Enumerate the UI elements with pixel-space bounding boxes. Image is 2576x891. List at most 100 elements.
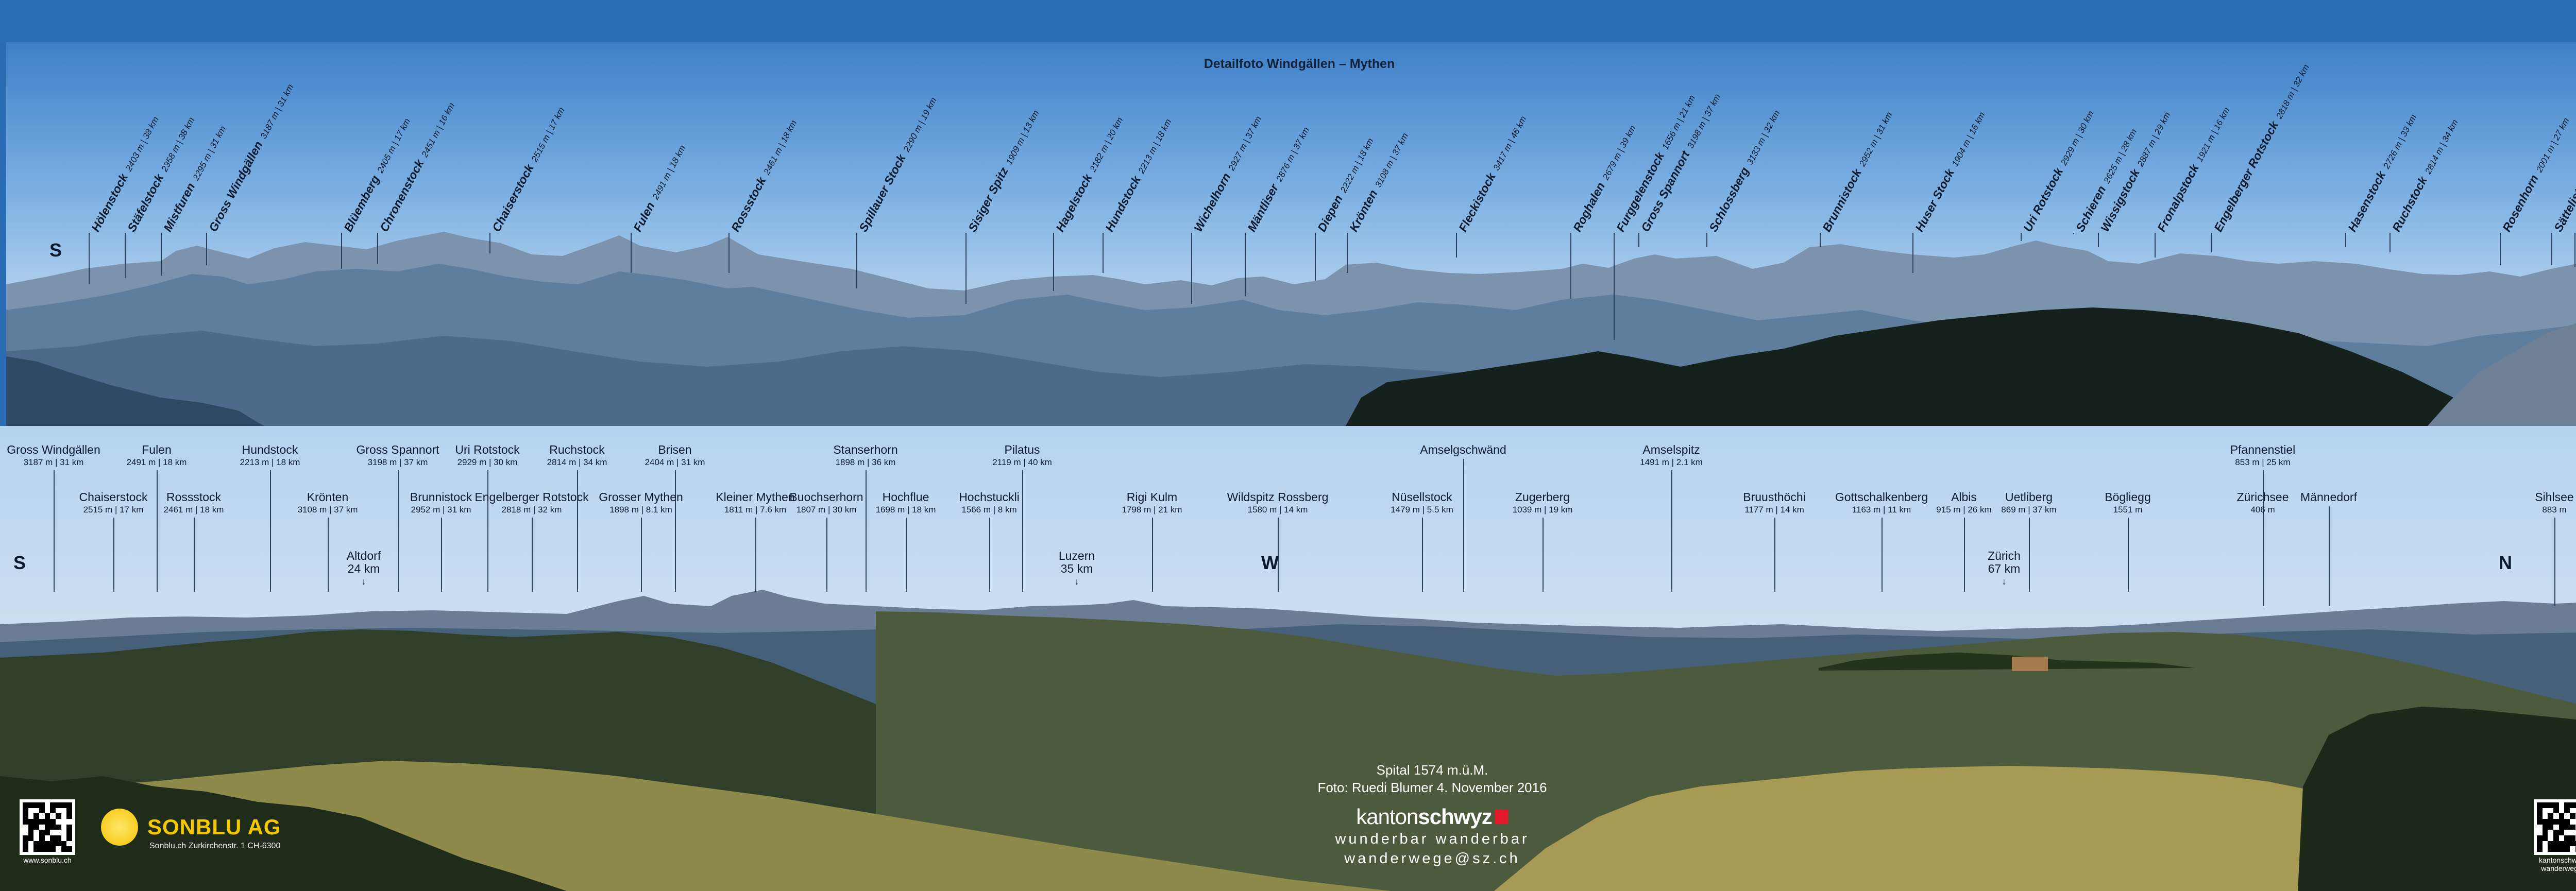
detail-peak-leader bbox=[489, 233, 490, 253]
panorama-peak-name: Wildspitz Rossberg bbox=[1227, 490, 1329, 504]
panorama-leader bbox=[826, 518, 827, 592]
panorama-peak-label: Männedorf bbox=[2300, 491, 2357, 504]
detail-peak-leader bbox=[1053, 233, 1054, 291]
detail-peak-leader bbox=[631, 233, 632, 273]
qr-code-right[interactable]: kantonschwyz wanderwege bbox=[2534, 799, 2576, 872]
detail-peak-leader bbox=[2211, 233, 2212, 252]
panorama-peak-info: 1163 m | 11 km bbox=[1852, 505, 1911, 515]
panorama-peak-name: Amselgschwänd bbox=[1420, 443, 1506, 456]
panorama-leader bbox=[2329, 506, 2330, 606]
detail-panel: Detailfoto Windgällen – Mythen Hölenstoc… bbox=[6, 42, 2576, 426]
panorama-leader bbox=[906, 518, 907, 592]
panorama-leader bbox=[1463, 459, 1464, 592]
panorama-peak-info: 2515 m | 17 km bbox=[83, 505, 144, 515]
panorama-leader bbox=[1422, 518, 1423, 592]
panorama-peak-info: 883 m bbox=[2542, 505, 2567, 515]
kanton-schwyz-brand: kantonschwyz wunderbar wanderbar wanderw… bbox=[1335, 804, 1529, 868]
panorama-leader bbox=[755, 518, 756, 592]
direction-luzern: Luzern 35 km ↓ bbox=[1059, 550, 1095, 588]
panorama-peak-info: 1551 m bbox=[2113, 505, 2143, 515]
panorama-peak-name: Stanserhorn bbox=[833, 443, 898, 456]
panorama-peak-info: 1177 m | 14 km bbox=[1744, 505, 1804, 515]
panorama-peak-name: Kleiner Mythen bbox=[716, 490, 795, 504]
panorama-peak-name: Zürichsee bbox=[2236, 490, 2289, 504]
panorama-leader bbox=[1543, 518, 1544, 592]
panorama-leader bbox=[2263, 518, 2264, 606]
panorama-leader bbox=[398, 470, 399, 592]
panorama-leader bbox=[54, 470, 55, 592]
panorama-peak-name: Rossstock bbox=[166, 490, 222, 504]
panorama-leader bbox=[1278, 518, 1279, 592]
panorama-peak-name: Hochflue bbox=[882, 490, 929, 504]
panorama-peak-name: Pfannenstiel bbox=[2230, 443, 2296, 456]
panorama-peak-name: Gross Windgällen bbox=[7, 443, 100, 456]
panorama-leader bbox=[2554, 518, 2555, 606]
detail-peak-leader bbox=[856, 233, 857, 288]
detail-peak-leader bbox=[2073, 233, 2074, 234]
panorama-peak-name: Bögliegg bbox=[2105, 490, 2151, 504]
compass-west: W bbox=[1261, 552, 1279, 573]
panorama-peak-name: Chaiserstock bbox=[79, 490, 148, 504]
credit-location: Spital 1574 m.ü.M. bbox=[1376, 762, 1488, 778]
panorama-peak-name: Zugerberg bbox=[1515, 490, 1570, 504]
panorama-peak-info: 2213 m | 18 km bbox=[240, 457, 300, 467]
panorama-peak-name: Engelberger Rotstock bbox=[474, 490, 589, 504]
panorama-peak-info: 1811 m | 7.6 km bbox=[724, 505, 787, 515]
arrow-down-icon: ↓ bbox=[1074, 576, 1079, 587]
direction-luzern-dist: 35 km bbox=[1060, 562, 1093, 575]
panorama-leader bbox=[1671, 470, 1672, 592]
kanton-email[interactable]: wanderwege@sz.ch bbox=[1344, 850, 1520, 867]
kanton-tagline: wunderbar wanderbar bbox=[1335, 831, 1530, 847]
panorama-peak-info: 2814 m | 34 km bbox=[547, 457, 607, 467]
panorama-leader bbox=[641, 518, 642, 592]
panorama-leader bbox=[328, 518, 329, 592]
panorama-peak-info: 2818 m | 32 km bbox=[501, 505, 562, 515]
panorama-landscape bbox=[0, 590, 2576, 891]
panorama-peak-name: Bruusthöchi bbox=[1743, 490, 1806, 504]
panorama-leader bbox=[2128, 518, 2129, 592]
panorama-peak-info: 2119 m | 40 km bbox=[992, 457, 1052, 467]
panorama-leader bbox=[989, 518, 990, 592]
panorama-leader bbox=[577, 470, 578, 592]
detail-peak-leader bbox=[206, 233, 207, 265]
panorama-peak-label: Amselgschwänd bbox=[1420, 443, 1506, 456]
panorama-peak-name: Amselspitz bbox=[1642, 443, 1700, 456]
arrow-down-icon: ↓ bbox=[2002, 576, 2007, 587]
panorama-peak-info: 1898 m | 8.1 km bbox=[609, 505, 672, 515]
detail-peak-leader bbox=[1191, 233, 1192, 304]
detail-peak-leader bbox=[1245, 233, 1246, 296]
panorama-peak-info: 1039 m | 19 km bbox=[1512, 505, 1573, 515]
detail-peak-leader bbox=[1315, 233, 1316, 281]
detail-peak-leader bbox=[1912, 233, 1913, 273]
panorama-leader bbox=[157, 470, 158, 592]
panorama-leader bbox=[1152, 518, 1153, 592]
detail-peak-leader bbox=[1820, 233, 1821, 247]
detail-peak-leader bbox=[965, 233, 967, 304]
panorama-leader bbox=[1882, 518, 1883, 592]
direction-zuerich-dist: 67 km bbox=[1988, 562, 2021, 575]
panorama-peak-info: 915 m | 26 km bbox=[1936, 505, 1992, 515]
panorama-leader bbox=[194, 518, 195, 592]
qr-code-left[interactable]: www.sonblu.ch bbox=[20, 799, 75, 864]
panorama-peak-info: 1491 m | 2.1 km bbox=[1640, 457, 1703, 467]
direction-altdorf-place: Altdorf bbox=[346, 549, 381, 562]
direction-zuerich: Zürich 67 km ↓ bbox=[1988, 550, 2021, 588]
panorama-peak-info: 1479 m | 5.5 km bbox=[1391, 505, 1453, 515]
panorama-peak-info: 3187 m | 31 km bbox=[23, 457, 84, 467]
detail-peak-leader bbox=[2021, 233, 2022, 241]
detail-peak-leader bbox=[2155, 233, 2156, 258]
